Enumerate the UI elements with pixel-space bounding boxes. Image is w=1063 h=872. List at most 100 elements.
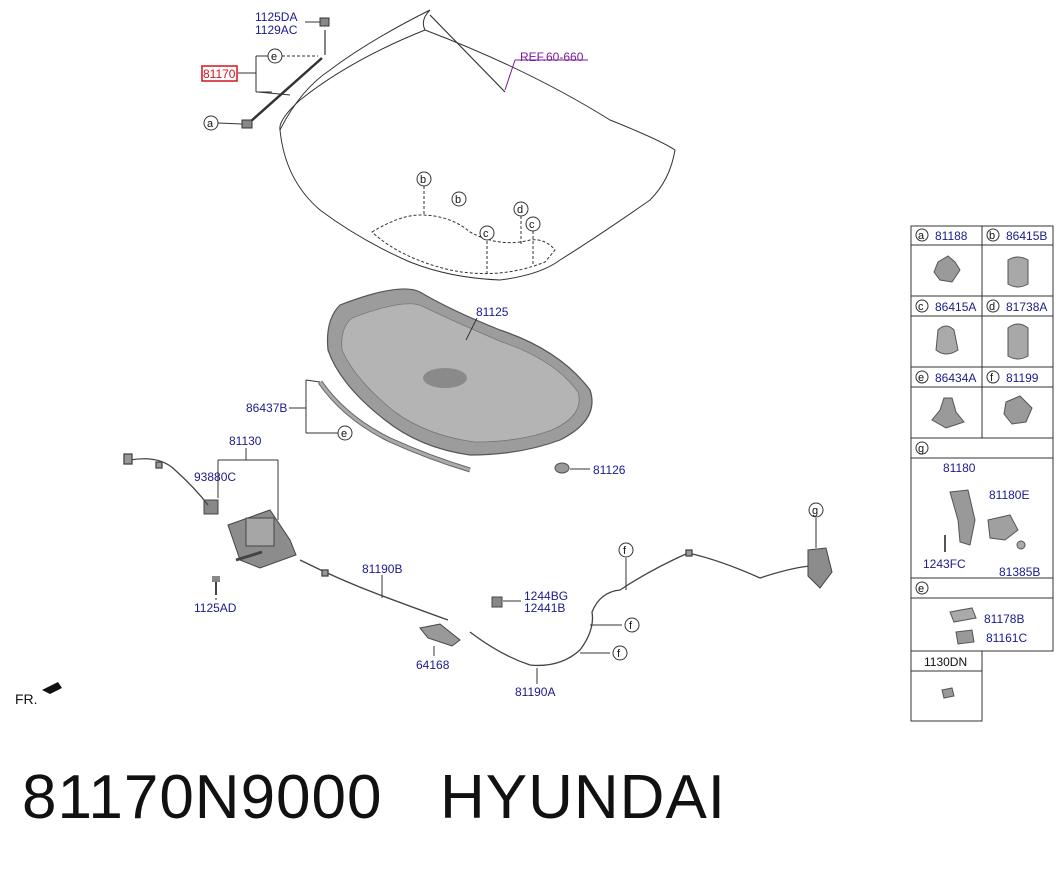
label-81125: 81125 [476,305,509,319]
svg-text:a: a [207,118,214,130]
bolt-1130dn-icon [941,687,955,699]
label-81130: 81130 [229,434,262,448]
label-12441b: 12441B [524,601,565,615]
legend-label-86415a: 86415A [935,300,976,314]
label-fr: FR. [15,691,38,707]
legend-label-81178b: 81178B [984,612,1024,626]
legend-letter-g: g [915,441,929,455]
svg-text:d: d [517,204,523,216]
svg-text:c: c [529,219,535,231]
legend-label-81385b: 81385B [999,565,1040,579]
brand-name: HYUNDAI [440,763,727,832]
svg-text:b: b [989,230,995,242]
legend-label-81180e: 81180E [989,488,1029,502]
cable-81190a [469,549,811,667]
circle-b-2: b [451,191,467,207]
legend-label-86434a: 86434A [935,371,976,385]
front-arrow-icon [42,682,62,694]
legend-label-81161c: 81161C [986,631,1027,645]
cable-81190b [299,559,449,621]
secondary-latch [807,547,833,589]
bumper-81738a-icon [1007,323,1029,360]
svg-text:g: g [918,443,924,455]
label-81190b: 81190B [362,562,402,576]
svg-text:e: e [271,51,277,63]
legend-letter-c: c [915,299,929,313]
label-ref-60-660: REF.60-660 [520,50,584,64]
label-81190a: 81190A [515,685,555,699]
svg-text:e: e [341,428,347,440]
svg-text:c: c [918,301,924,313]
legend-letter-b: b [986,228,1000,242]
circle-c-2: c [525,216,541,232]
label-86437b: 86437B [246,401,287,415]
circle-e-top: e [267,48,283,64]
svg-text:c: c [483,228,489,240]
label-93880c: 93880C [194,470,236,484]
svg-text:f: f [629,620,633,632]
legend-letter-d: d [986,299,1000,313]
clip-86434a-icon [931,397,965,429]
callout-labels: 1125DA 1129AC 81170 REF.60-660 81125 864… [15,10,626,707]
svg-text:a: a [918,230,925,242]
legend-label-81188: 81188 [935,229,968,243]
circle-f-2: f [624,617,640,633]
legend-label-86415b: 86415B [1006,229,1047,243]
clip-1244bg [491,596,503,608]
clip-81188-icon [933,255,961,283]
legend-letter-e2: e [915,581,929,595]
hood-panel [279,9,676,281]
legend-table: a b c d e f g e 81188 86415B 86415A 8173… [910,225,1054,722]
legend-label-1243fc: 1243FC [923,557,966,571]
circle-d-top: d [513,201,529,217]
legend-label-1130dn: 1130DN [924,655,967,669]
svg-text:f: f [623,545,627,557]
label-1125ad: 1125AD [194,601,237,615]
svg-text:b: b [420,174,426,186]
hood-parts-diagram: 1125DA 1129AC 81170 REF.60-660 81125 864… [15,9,1054,722]
hinge-81180-icon [949,489,976,546]
label-1244bg: 1244BG [524,589,568,603]
legend-letter-a: a [915,228,929,242]
release-cable [123,453,209,506]
circle-c-1: c [479,225,495,241]
circle-b-1: b [416,171,432,187]
label-81126: 81126 [593,463,626,477]
leader-lines [215,21,817,684]
latch-bolt [212,576,220,595]
hood-weatherstrip [317,380,471,473]
svg-text:d: d [989,301,995,313]
circle-f-3: f [612,645,628,661]
svg-text:f: f [617,648,621,660]
legend-letter-e1: e [915,370,929,384]
svg-text:b: b [455,194,461,206]
grommet-86415b-icon [1007,256,1029,288]
legend-label-81738a: 81738A [1006,300,1047,314]
grommet-86415a-icon [935,325,959,355]
label-64168: 64168 [416,658,450,672]
legend-letter-f: f [986,370,1000,384]
svg-text:f: f [990,372,994,384]
clip-81161c-icon [955,629,975,645]
hinge-81180e-icon [987,514,1019,541]
highlight-box [201,65,238,82]
svg-text:g: g [812,505,818,517]
circle-f-1: f [618,542,634,558]
hood-bumper [554,462,570,474]
circle-e-mid: e [337,425,353,441]
letter-callouts: e a b b d c c e g f f f [203,48,824,661]
label-1129ac: 1129AC [255,23,298,37]
legend-label-81199: 81199 [1006,371,1039,385]
circle-g-main: g [808,502,824,518]
nut-81385b-icon [1016,540,1026,550]
label-1125da: 1125DA [255,10,297,24]
bracket-81178b-icon [949,607,977,623]
hood-insulator-pad [326,288,593,456]
hood-latch [203,499,297,569]
svg-text:e: e [918,372,924,384]
bracket-64168 [419,623,461,647]
part-number: 81170N9000 [22,763,383,832]
clip-81199-icon [1003,395,1033,425]
circle-a-top: a [203,115,219,131]
legend-label-81180: 81180 [943,461,976,475]
